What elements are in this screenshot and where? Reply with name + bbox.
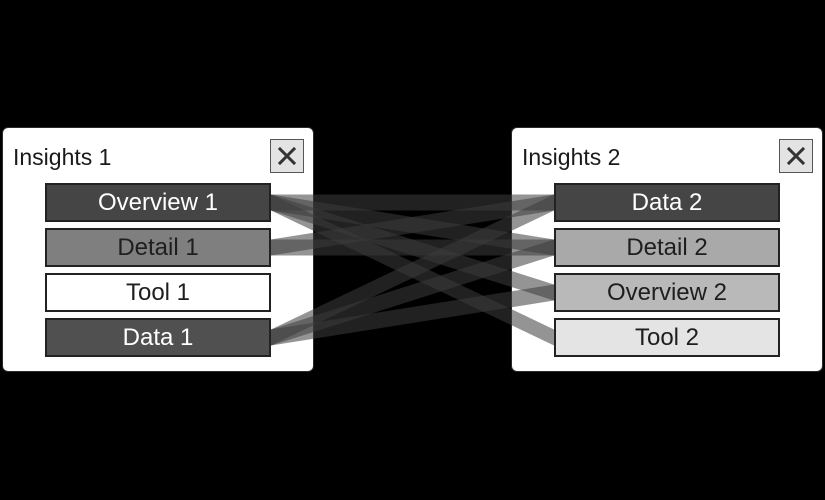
insights-panel-2: Insights 2 Data 2 Detail 2 Overview 2 To… [511, 127, 823, 372]
item-label: Detail 2 [626, 233, 708, 261]
close-icon [786, 146, 806, 166]
item-overview-1[interactable]: Overview 1 [45, 183, 271, 222]
item-label: Overview 2 [606, 278, 728, 306]
item-label: Data 1 [122, 323, 194, 351]
panel-title: Insights 1 [13, 144, 112, 170]
item-data-1[interactable]: Data 1 [45, 318, 271, 357]
close-button[interactable] [779, 139, 813, 173]
item-label: Tool 1 [125, 278, 191, 306]
item-overview-2[interactable]: Overview 2 [554, 273, 780, 312]
item-label: Overview 1 [97, 188, 219, 216]
item-tool-1[interactable]: Tool 1 [45, 273, 271, 312]
close-button[interactable] [270, 139, 304, 173]
item-label: Detail 1 [117, 233, 199, 261]
item-label: Data 2 [631, 188, 703, 216]
item-data-2[interactable]: Data 2 [554, 183, 780, 222]
item-detail-2[interactable]: Detail 2 [554, 228, 780, 267]
insights-panel-1: Insights 1 Overview 1 Detail 1 Tool 1 Da… [2, 127, 314, 372]
item-label: Tool 2 [634, 323, 700, 351]
item-detail-1[interactable]: Detail 1 [45, 228, 271, 267]
item-tool-2[interactable]: Tool 2 [554, 318, 780, 357]
close-icon [277, 146, 297, 166]
panel-title: Insights 2 [522, 144, 621, 170]
